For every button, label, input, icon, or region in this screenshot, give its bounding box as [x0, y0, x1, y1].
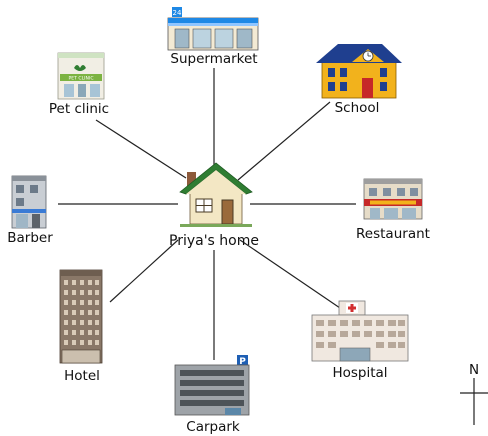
line-to-pet-clinic: [95, 119, 187, 179]
school-label: School: [335, 100, 380, 116]
restaurant-label: Restaurant: [356, 226, 430, 242]
hospital-label: Hospital: [332, 365, 387, 381]
home-icon: [179, 162, 253, 227]
school-icon: [316, 44, 402, 99]
pet-clinic-icon: PET CLINIC: [57, 52, 105, 100]
restaurant-icon: [363, 178, 423, 220]
line-to-hotel: [109, 239, 179, 303]
pet-clinic-label: Pet clinic: [49, 101, 109, 117]
line-to-hospital: [239, 239, 341, 309]
hotel-icon: [59, 269, 103, 364]
supermarket-label: Supermarket: [170, 51, 257, 67]
barber-label: Barber: [7, 230, 53, 246]
north-arrow-icon: [460, 378, 488, 425]
hotel-label: Hotel: [64, 368, 100, 384]
hospital-icon: [311, 300, 409, 362]
carpark-icon: P: [174, 355, 250, 416]
connector-lines: [58, 68, 356, 360]
carpark-sign: P: [239, 357, 246, 367]
supermarket-sign: 24: [173, 9, 182, 17]
home-label: Priya's home: [169, 233, 259, 249]
line-to-school: [237, 101, 331, 181]
carpark-label: Carpark: [186, 419, 240, 435]
supermarket-icon: 24: [167, 7, 259, 51]
pet-clinic-sign: PET CLINIC: [68, 76, 93, 82]
compass-north-label: N: [469, 362, 479, 378]
barber-icon: [11, 175, 47, 229]
